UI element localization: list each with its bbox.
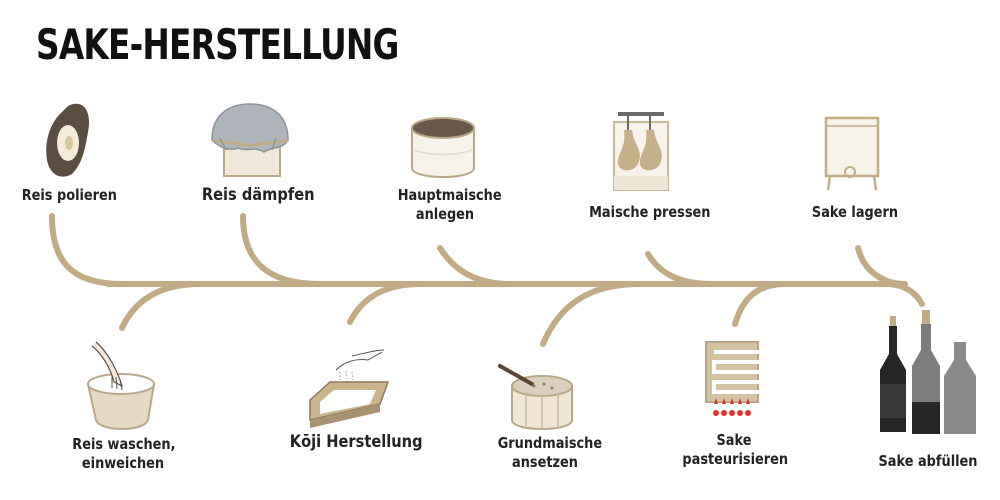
koji-tray-icon [309, 349, 390, 428]
step-label-reis-daempfen: Reis dämpfen [201, 185, 315, 205]
step-label-koji: Kōji Herstellung [289, 432, 423, 452]
step-label-sake-lagern: Sake lagern [811, 203, 899, 221]
timeline [49, 213, 925, 347]
step-label-hauptmaische: Hauptmaische anlegen [397, 186, 502, 223]
bottle-right [944, 342, 976, 434]
branch-reis-waschen [119, 281, 203, 331]
step-label-grundmaische: Grundmaische ansetzen [497, 434, 603, 471]
polished-rice-grain-icon [46, 103, 90, 177]
branch-grundmaische [540, 281, 643, 347]
branch-sake-lagern [855, 245, 908, 287]
bottles-icon [880, 310, 976, 434]
bottle-middle [912, 310, 940, 434]
branch-maische-pressen [645, 251, 715, 287]
branch-reis-daempfen [240, 213, 323, 287]
storage-tank-icon [824, 116, 880, 191]
timeline-spine [105, 281, 925, 307]
mash-tub-icon [411, 117, 475, 178]
step-label-reis-polieren: Reis polieren [21, 186, 117, 204]
step-label-pasteurisieren: Sake pasteurisieren [682, 431, 789, 468]
press-bags-icon [613, 112, 669, 191]
pasteurizer-icon [705, 341, 770, 416]
branch-reis-polieren [49, 213, 125, 287]
branch-pasteurisieren [732, 281, 788, 327]
starter-tub-icon [498, 364, 573, 430]
bottle-left [880, 316, 906, 432]
branch-koji [347, 281, 423, 325]
step-label-reis-waschen: Reis waschen, einweichen [72, 435, 176, 472]
branch-hauptmaische [437, 245, 513, 287]
page-title: SAKE-HERSTELLUNG [36, 20, 399, 69]
step-label-maische-pressen: Maische pressen [589, 203, 711, 221]
rice-washing-bowl-icon [86, 341, 156, 430]
step-label-sake-abfuellen: Sake abfüllen [878, 452, 978, 470]
steamer-icon [211, 103, 289, 177]
